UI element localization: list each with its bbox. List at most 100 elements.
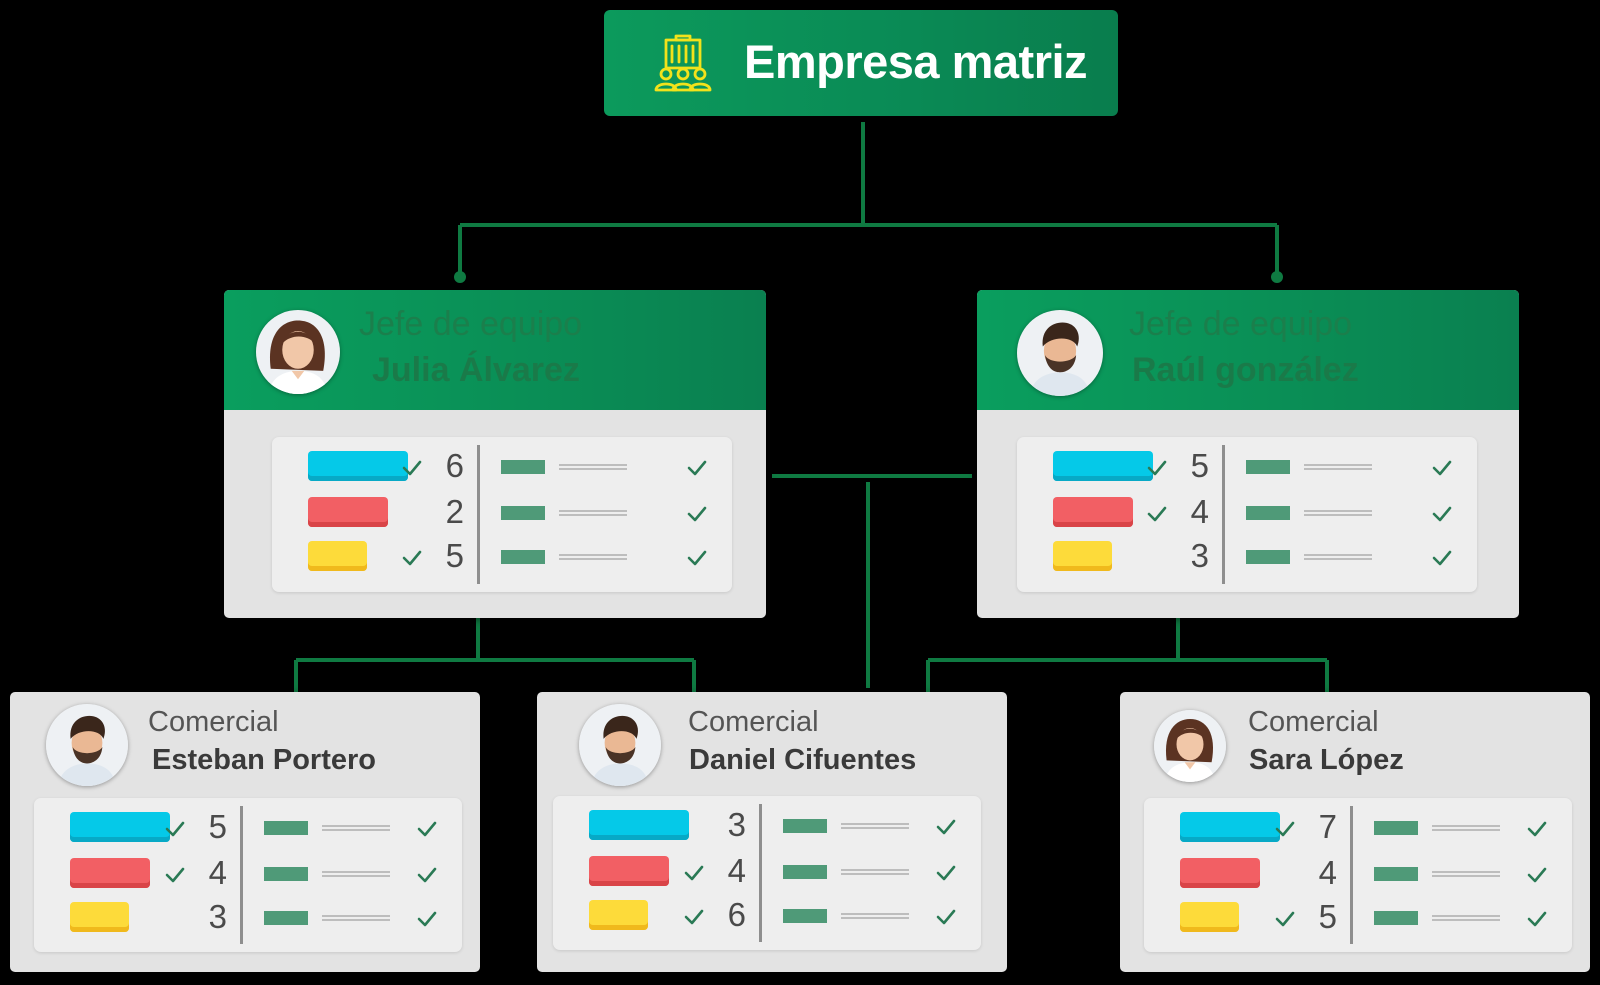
sales-rep-role: Comercial	[688, 706, 819, 738]
task-progress-line	[1246, 550, 1290, 564]
red-metric-bar	[308, 497, 388, 527]
check-icon	[1274, 820, 1296, 838]
metrics-divider	[240, 806, 243, 944]
check-icon	[935, 864, 957, 882]
task-progress-line	[264, 867, 308, 881]
check-icon	[416, 820, 438, 838]
connector-lead2-to-reps	[926, 618, 1329, 693]
cyan-metric-bar	[70, 812, 170, 842]
task-progress-line	[264, 821, 308, 835]
task-placeholder-lines	[1304, 464, 1372, 470]
metric-value: 2	[445, 493, 464, 530]
sales-rep-name: Daniel Cifuentes	[689, 744, 917, 776]
check-icon	[1274, 910, 1296, 928]
cyan-metric-bar	[1180, 812, 1280, 842]
yellow-metric-bar	[1053, 541, 1112, 571]
task-placeholder-lines	[1432, 915, 1500, 921]
task-progress-line	[1374, 821, 1418, 835]
check-icon	[1431, 549, 1453, 567]
company-title: Empresa matriz	[744, 35, 1088, 88]
team-lead-card-julia[interactable]: Jefe de equipo Julia Álvarez 6 2 5	[224, 290, 766, 618]
task-placeholder-lines	[841, 823, 909, 829]
team-lead-role: Jefe de equipo	[1129, 305, 1353, 343]
task-progress-line	[783, 819, 827, 833]
metrics-divider	[1350, 806, 1353, 944]
check-icon	[1146, 505, 1168, 523]
task-progress-line	[501, 460, 545, 474]
company-node[interactable]: Empresa matriz	[604, 10, 1118, 116]
check-icon	[1431, 505, 1453, 523]
task-placeholder-lines	[1432, 871, 1500, 877]
metric-value: 4	[1190, 493, 1209, 530]
task-placeholder-lines	[559, 510, 627, 516]
yellow-metric-bar	[70, 902, 129, 932]
metrics-panel: 6 2 5	[272, 437, 732, 592]
task-placeholder-lines	[841, 913, 909, 919]
task-progress-line	[1246, 506, 1290, 520]
task-progress-line	[501, 506, 545, 520]
metric-value: 3	[208, 898, 227, 935]
task-placeholder-lines	[1304, 554, 1372, 560]
check-icon	[1526, 820, 1548, 838]
check-icon	[935, 818, 957, 836]
check-icon	[164, 820, 186, 838]
task-placeholder-lines	[322, 915, 390, 921]
metric-value: 4	[1318, 854, 1337, 891]
red-metric-bar	[589, 856, 669, 886]
man-avatar	[1017, 310, 1103, 396]
task-placeholder-lines	[322, 825, 390, 831]
check-icon	[935, 908, 957, 926]
team-lead-name: Raúl gonzález	[1132, 351, 1359, 389]
task-placeholder-lines	[559, 554, 627, 560]
red-metric-bar	[1180, 858, 1260, 888]
task-progress-line	[501, 550, 545, 564]
task-placeholder-lines	[1432, 825, 1500, 831]
metrics-divider	[1222, 445, 1225, 584]
check-icon	[401, 459, 423, 477]
check-icon	[683, 864, 705, 882]
yellow-metric-bar	[589, 900, 648, 930]
task-progress-line	[1246, 460, 1290, 474]
task-progress-line	[1374, 911, 1418, 925]
metric-value: 4	[727, 852, 746, 889]
woman-avatar	[1154, 710, 1226, 782]
metric-value: 6	[727, 896, 746, 933]
task-placeholder-lines	[1304, 510, 1372, 516]
red-metric-bar	[70, 858, 150, 888]
connector-lead1-to-reps	[294, 618, 696, 693]
metric-value: 3	[727, 806, 746, 843]
team-lead-name: Julia Álvarez	[372, 351, 580, 389]
check-icon	[686, 505, 708, 523]
metric-value: 5	[445, 537, 464, 574]
check-icon	[686, 459, 708, 477]
cyan-metric-bar	[589, 810, 689, 840]
company-building-icon	[654, 34, 712, 92]
check-icon	[1526, 866, 1548, 884]
task-placeholder-lines	[322, 871, 390, 877]
yellow-metric-bar	[1180, 902, 1239, 932]
task-progress-line	[783, 909, 827, 923]
connector-dot-left	[454, 271, 466, 283]
team-lead-role: Jefe de equipo	[359, 305, 583, 343]
sales-rep-name: Sara López	[1249, 744, 1404, 776]
check-icon	[401, 549, 423, 567]
cyan-metric-bar	[308, 451, 408, 481]
check-icon	[683, 908, 705, 926]
man-avatar	[46, 704, 128, 786]
task-progress-line	[783, 865, 827, 879]
check-icon	[686, 549, 708, 567]
metric-value: 7	[1318, 808, 1337, 845]
connector-company-to-leads	[458, 122, 1279, 276]
yellow-metric-bar	[308, 541, 367, 571]
connector-center	[772, 474, 972, 688]
sales-rep-card-daniel[interactable]: Comercial Daniel Cifuentes 3 4 6	[537, 692, 1007, 972]
cyan-metric-bar	[1053, 451, 1153, 481]
task-placeholder-lines	[841, 869, 909, 875]
metric-value: 6	[445, 447, 464, 484]
